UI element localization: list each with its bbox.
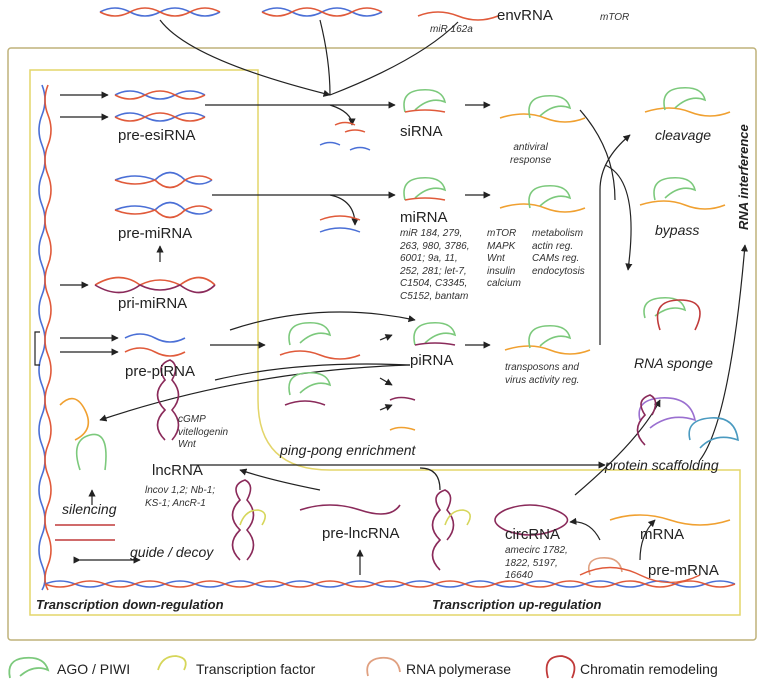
transcription-down-label: Transcription down-regulation	[36, 597, 224, 612]
legend-chromatin: Chromatin remodeling	[580, 661, 718, 677]
rna-sponge-label: RNA sponge	[634, 355, 713, 371]
mrna-strand	[609, 514, 731, 526]
bypass-label: bypass	[655, 222, 700, 238]
tf-on-lnc	[239, 509, 266, 526]
rnapol-icon-site	[587, 556, 623, 576]
prelnc-strand	[299, 504, 401, 515]
chromosome-vertical	[38, 84, 52, 591]
rnapol-icon	[366, 656, 401, 677]
pre-esirna-label: pre-esiRNA	[118, 127, 196, 144]
cleavage-label: cleavage	[655, 127, 712, 143]
guide-decoy-label: guide / decoy	[130, 544, 214, 560]
ago-complexes	[55, 86, 739, 541]
mirna-label: miRNA	[400, 209, 448, 226]
mtor-label: mTOR	[600, 12, 630, 23]
mrna-label: mRNA	[640, 526, 685, 543]
tf-icon	[157, 655, 187, 671]
env-arrow-3	[329, 21, 459, 96]
bracket	[34, 331, 40, 366]
rna-interference-label: RNA interference	[736, 124, 751, 230]
protein-scaffolding-label: protein scaffolding	[605, 457, 719, 473]
envrna-label: envRNA	[497, 7, 553, 24]
circ-list-note: amecirc 1782,1822, 5197,16640	[505, 545, 568, 581]
outer-box	[7, 47, 757, 641]
lnc-list-note: lncov 1,2; Nb-1;KS-1; AncR-1	[145, 485, 216, 509]
circrna-label: circRNA	[505, 526, 560, 543]
pirna-label: piRNA	[410, 352, 454, 369]
env-arrow-2	[319, 19, 331, 96]
chromosome-horizontal	[44, 580, 736, 588]
pri-mirna-label: pri-miRNA	[118, 295, 188, 312]
precursor-helices	[94, 90, 216, 357]
legend-agopiwi: AGO / PIWI	[57, 661, 131, 677]
chromosome-arrows	[60, 91, 749, 575]
chromatin-icon	[545, 655, 576, 679]
sirna-label: siRNA	[400, 123, 443, 140]
envrna-helices	[99, 7, 499, 21]
legend-rnapol: RNA polymerase	[406, 661, 512, 677]
transcription-up-label: Transcription up-regulation	[432, 597, 602, 612]
agopiwi-icon	[8, 656, 50, 679]
mir162a-label: miR 162a	[430, 24, 473, 35]
legend-tf: Transcription factor	[196, 661, 316, 677]
silencing-label: silencing	[62, 501, 117, 517]
pre-mirna-label: pre-miRNA	[118, 225, 193, 242]
lncrna-structures	[156, 359, 657, 571]
fragments	[319, 121, 371, 233]
pre-mrna-label: pre-mRNA	[648, 562, 719, 579]
premrna-strand	[579, 566, 701, 584]
legend-icons	[8, 655, 576, 679]
mirna-list: miR 184, 279,263, 980, 3786,6001; 9a, 11…	[400, 228, 470, 302]
pre-pirna-label: pre-piRNA	[125, 363, 196, 380]
pre-lncrna-label: pre-lncRNA	[322, 525, 400, 542]
tf-on-prelnc	[444, 509, 471, 526]
lncrna-label: lncRNA	[152, 462, 203, 479]
env-arrow-1	[159, 19, 331, 97]
ping-pong-label: ping-pong enrichment	[280, 442, 416, 458]
